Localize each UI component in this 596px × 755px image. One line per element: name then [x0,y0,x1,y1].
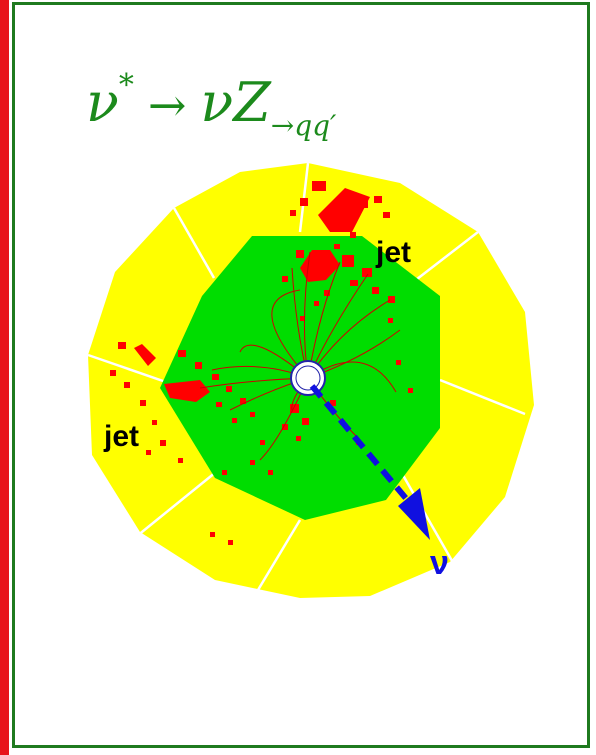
title-subscript: →qq′ [270,109,337,142]
process-title: ν* →νZ→qq′ [86,46,546,142]
label-jet-left: jet [103,420,139,453]
title-rhs: νZ [200,71,271,134]
title-nu: ν [86,71,119,134]
label-neutrino: ν [430,544,449,582]
title-arrow: → [147,78,187,132]
calorimeter-dividers [87,162,526,591]
figure-frame [12,2,590,748]
left-red-border [0,0,9,755]
title-star: * [118,68,134,103]
energy-deposits [110,181,413,545]
neutrino-arrow [309,384,430,540]
interaction-vertex [290,360,326,396]
label-jet-upper: jet [375,236,411,269]
